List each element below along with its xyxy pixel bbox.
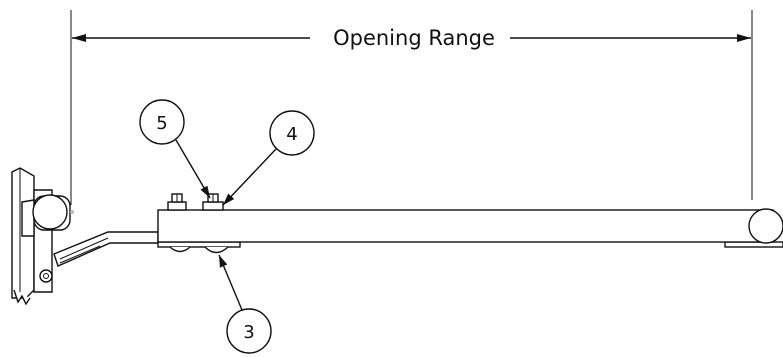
top-bolt-right: [202, 193, 224, 211]
right-bottom-plate: [724, 241, 783, 248]
balloon-3: 3: [218, 254, 272, 354]
bottom-nut-left: [169, 246, 191, 253]
svg-text:5: 5: [156, 113, 167, 134]
main-bar: [157, 209, 774, 243]
svg-text:3: 3: [243, 322, 254, 343]
left-roller: [32, 194, 74, 231]
top-bolt-left: [167, 193, 187, 211]
right-roller: [748, 208, 783, 244]
dimension-label: Opening Range: [333, 26, 495, 50]
bottom-plate: [157, 241, 241, 248]
angled-arm: [53, 231, 159, 267]
left-hinge-bracket: [11, 167, 53, 306]
bottom-nut-right: [204, 246, 229, 254]
balloon-4: 4: [222, 110, 315, 206]
balloon-5: 5: [139, 99, 211, 199]
svg-text:4: 4: [286, 124, 297, 145]
